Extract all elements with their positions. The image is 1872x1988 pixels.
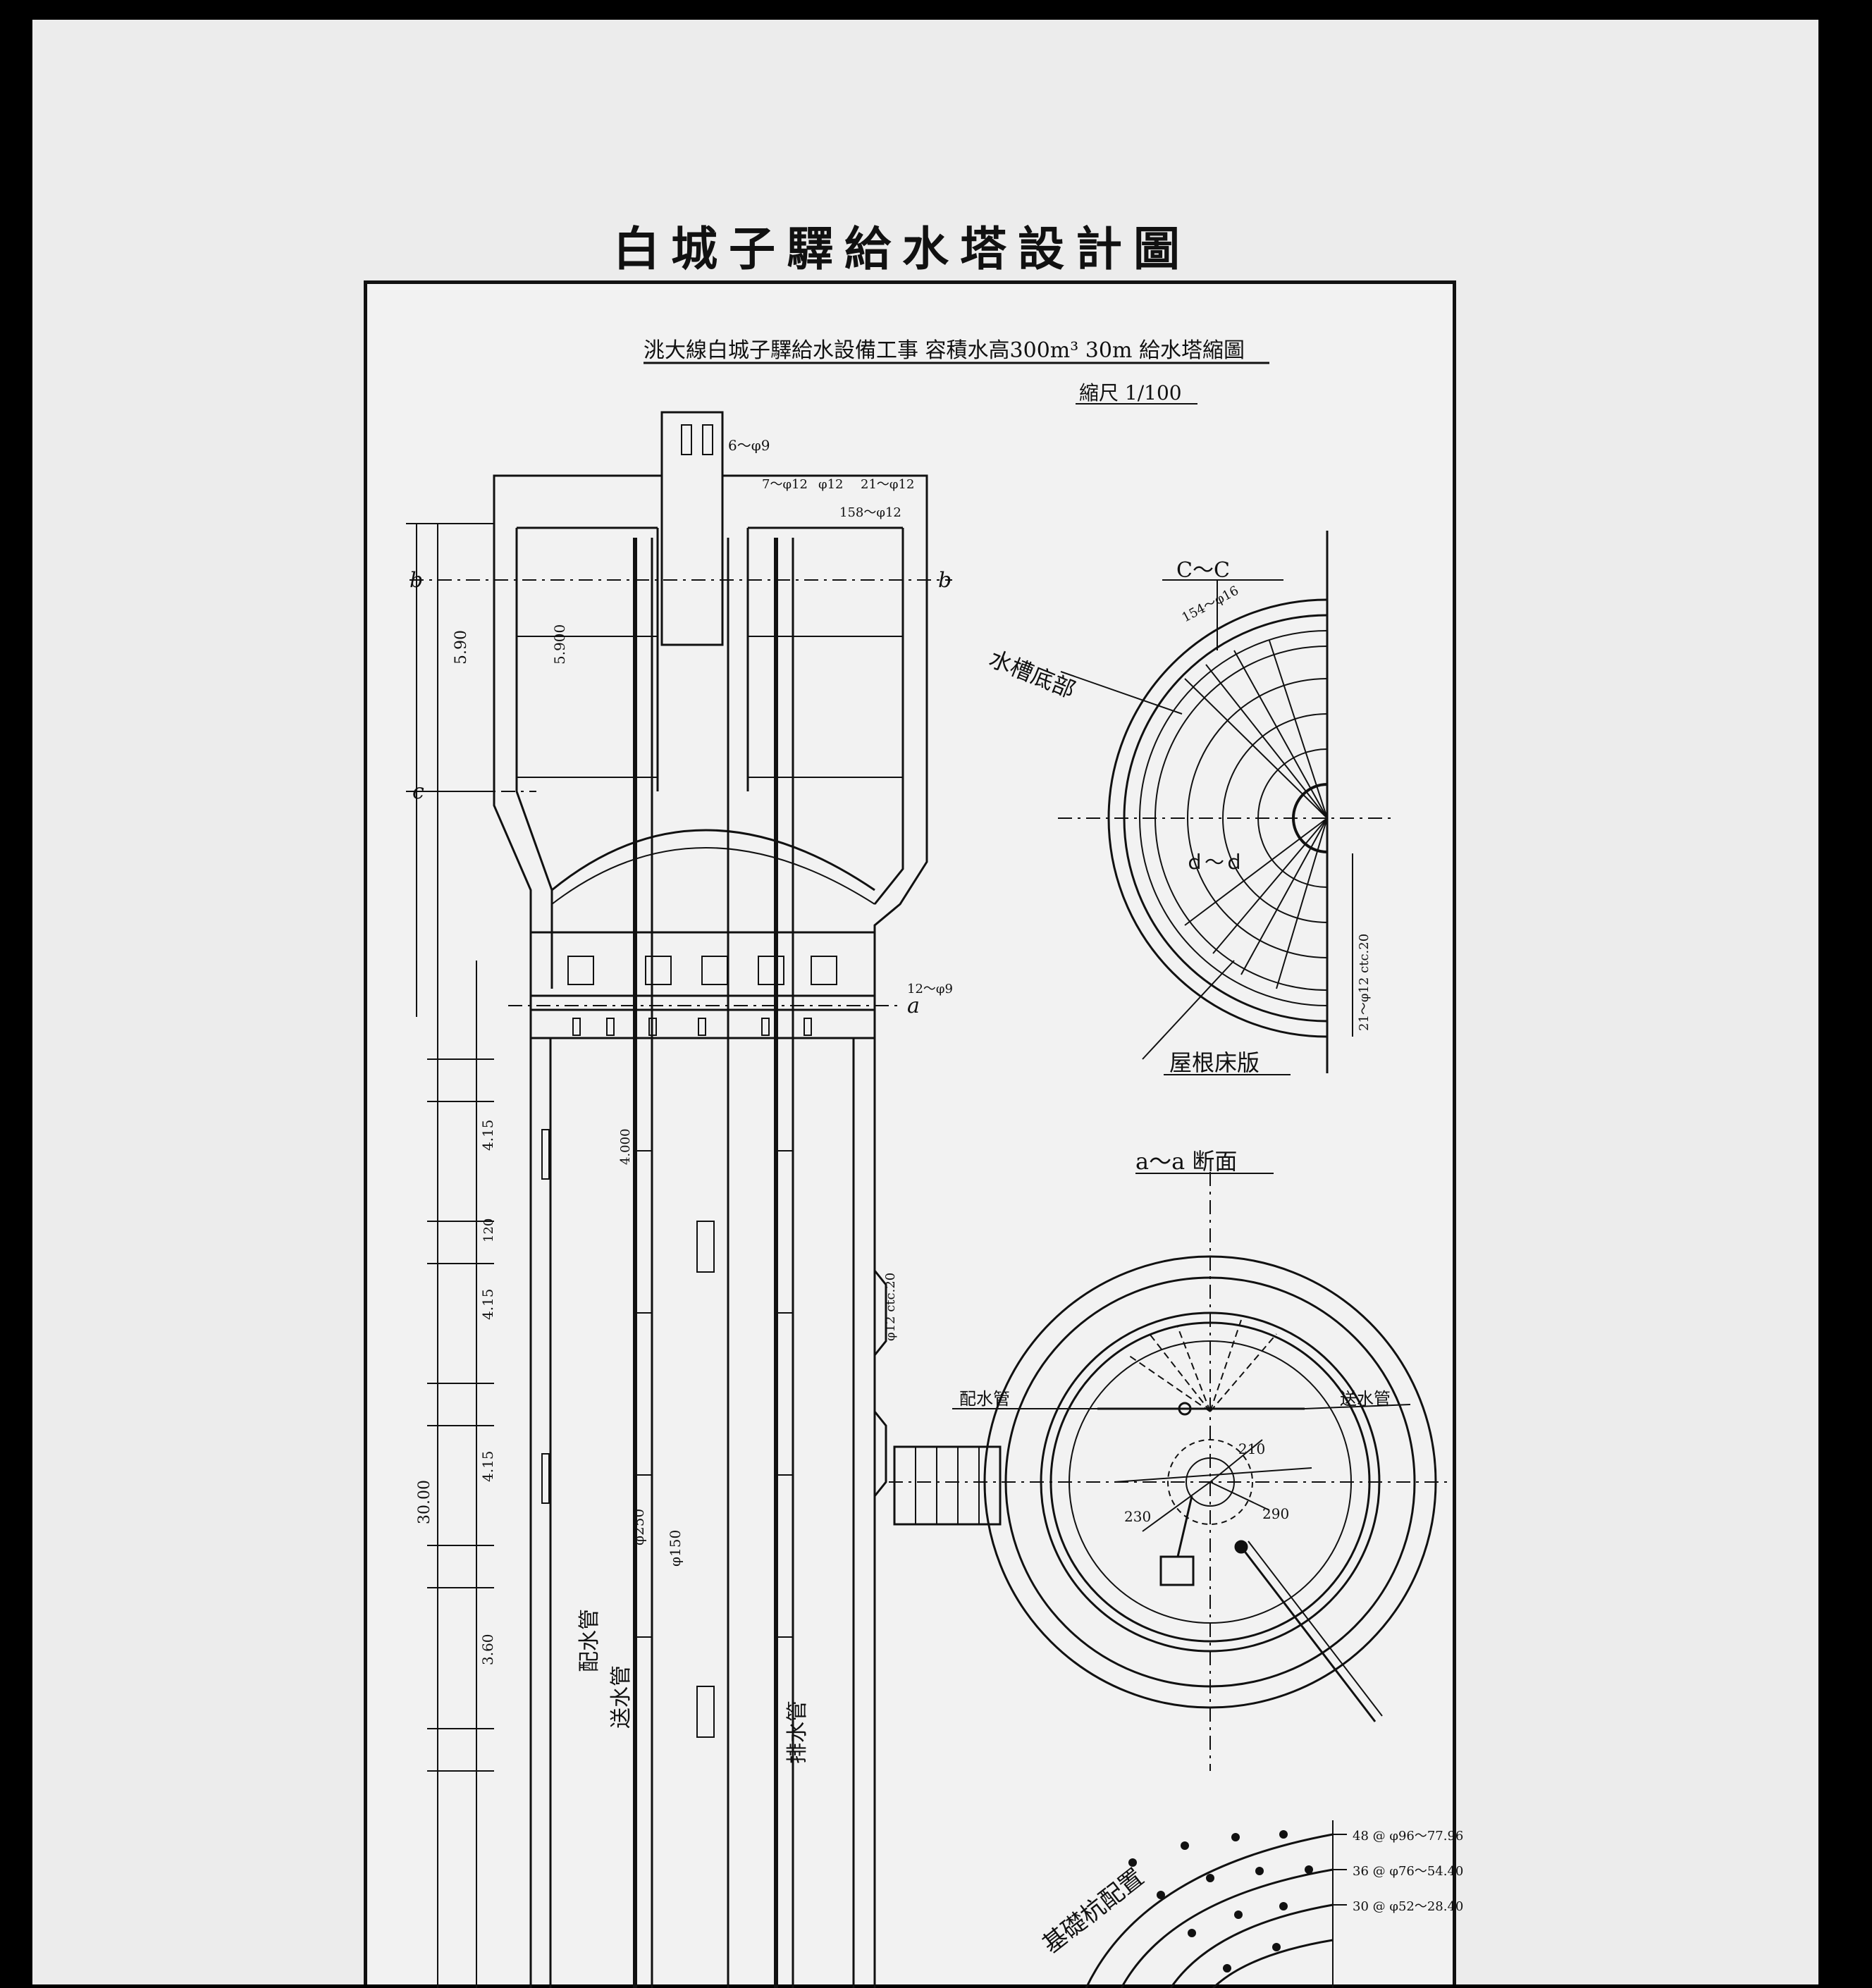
drain-pipe-label: 排水管 — [785, 1700, 810, 1764]
rebar-note-5: 158～φ12 — [839, 505, 901, 520]
dim-pipe-1000: 4.000 — [618, 1128, 633, 1165]
inlet-pipe-label: 送水管 — [609, 1665, 634, 1729]
document-title: 白城子驛給水塔設計圖 — [613, 221, 1191, 276]
rebar-note-4: 21～φ12 — [861, 477, 914, 492]
dim-tank-inner: 5.900 — [551, 624, 568, 665]
subtitle: 洮大線白城子驛給水設備工事 容積水高300m³ 30m 給水塔縮圖 — [644, 338, 1245, 363]
dim-r290: 290 — [1262, 1505, 1289, 1522]
rebar-note-7: 12～φ9 — [907, 982, 953, 996]
foundation-label: 基礎杭配置 — [1037, 1863, 1150, 1959]
supply-plan-label: 配水管 — [959, 1389, 1010, 1409]
engineering-drawing: 洮大線白城子驛給水設備工事 容積水高300m³ 30m 給水塔縮圖 縮尺 1/1… — [406, 338, 1463, 1988]
rebar-note-6: 154～φ16 — [1179, 584, 1240, 626]
dim-dia-250: φ250 — [630, 1509, 647, 1545]
dim-segment-c: 4.15 — [479, 1450, 496, 1482]
d-d-label: ｄ～ｄ — [1185, 851, 1244, 874]
pile-ring-3: 30 @ φ52～28.40 — [1353, 1899, 1463, 1914]
section-mark-b-right: b — [938, 568, 952, 593]
dim-r230: 230 — [1124, 1508, 1151, 1525]
tank-bottom-label: 水槽底部 — [985, 645, 1079, 703]
supply-pipe-label: 配水管 — [577, 1609, 602, 1672]
rebar-note-2: 7～φ12 — [762, 477, 808, 492]
dim-total-height: 30.00 — [416, 1480, 433, 1524]
dim-dia-150: φ150 — [667, 1530, 684, 1567]
c-c-view-label: C～C — [1176, 558, 1230, 583]
inlet-plan-label: 送水管 — [1340, 1389, 1391, 1409]
section-mark-b-left: b — [410, 568, 423, 593]
dim-segment-b: 4.15 — [479, 1288, 496, 1320]
pile-ring-2: 36 @ φ76～54.40 — [1353, 1864, 1463, 1879]
scale-label: 縮尺 1/100 — [1079, 381, 1182, 405]
dim-r210: 210 — [1238, 1440, 1265, 1457]
drawing-sheet: 洮大線白城子驛給水設備工事 容積水高300m³ 30m 給水塔縮圖 縮尺 1/1… — [364, 280, 1463, 1988]
c-c-section — [1058, 531, 1396, 1075]
rebar-note-8: φ12 ctc.20 — [883, 1273, 898, 1341]
foundation-pile-layout — [1085, 1820, 1347, 1988]
section-mark-c: c — [412, 779, 424, 804]
tower-elevation — [406, 411, 952, 1988]
dim-segment-d: 3.60 — [479, 1634, 496, 1665]
dim-segment-a: 4.15 — [479, 1119, 496, 1151]
dim-tank-height: 5.90 — [452, 630, 470, 665]
a-a-view-label: a～a 断面 — [1135, 1148, 1237, 1175]
dim-gap-120: 120 — [481, 1218, 496, 1242]
rebar-note-1: 6～φ9 — [728, 437, 770, 454]
roof-floor-label: 屋根床版 — [1169, 1049, 1260, 1076]
pile-ring-1: 48 @ φ96～77.96 — [1353, 1829, 1463, 1844]
section-mark-a: a — [907, 994, 920, 1018]
rebar-note-9: 21～φ12 ctc.20 — [1357, 934, 1372, 1031]
rebar-note-3: φ12 — [818, 477, 844, 492]
a-a-section — [889, 1172, 1453, 1771]
